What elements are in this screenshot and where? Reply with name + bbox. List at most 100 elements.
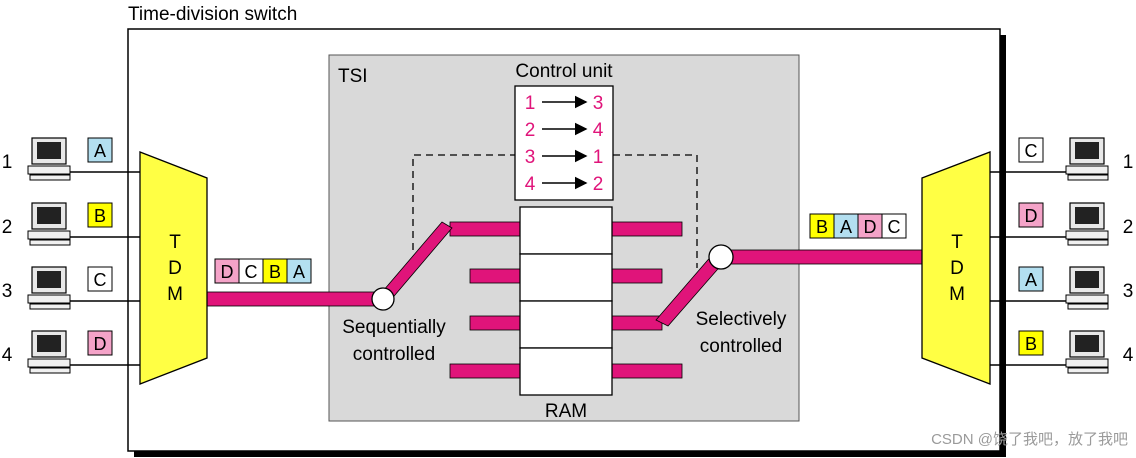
left-tdm-mux: [139, 151, 208, 385]
input-box-4: [87, 330, 113, 356]
write-rail-3: [469, 315, 521, 331]
ram-write-rails: [449, 221, 521, 379]
right-tdm-letter-2: D: [950, 258, 964, 279]
output-data-boxes: C D A B: [1018, 137, 1044, 356]
read-rail-4: [611, 363, 683, 379]
output-letter-2: D: [1025, 206, 1038, 226]
right-frame-slot-4: [881, 213, 907, 239]
output-number-4: 4: [1123, 345, 1134, 366]
input-number-4: 4: [2, 345, 13, 366]
selective-label-line2: controlled: [700, 336, 782, 357]
output-number-1: 1: [1123, 152, 1134, 173]
right-computers: [1065, 137, 1109, 374]
input-number-3: 3: [2, 281, 13, 302]
left-computers: [27, 137, 71, 374]
input-number-1: 1: [2, 152, 13, 173]
left-frame: D C B A: [214, 258, 312, 284]
input-box-2: [87, 202, 113, 228]
write-rail-4: [449, 363, 521, 379]
input-box-3: [87, 266, 113, 292]
read-rail-3: [611, 315, 663, 331]
ram-cell-4: [519, 347, 613, 396]
control-line-sequential: [412, 154, 515, 250]
sequential-switch-pivot: [371, 287, 395, 311]
output-letter-1: C: [1025, 141, 1038, 161]
ram-cell-3: [519, 300, 613, 349]
input-letter-2: B: [94, 206, 106, 226]
computer-icon: [27, 137, 71, 181]
right-frame-slot-3: [857, 213, 883, 239]
left-frame-slot-4: [286, 258, 312, 284]
left-bus: [206, 291, 384, 307]
selective-switch-pivot: [708, 244, 734, 270]
computer-icon: [1065, 202, 1109, 246]
computer-icon: [1065, 137, 1109, 181]
output-box-4: [1018, 330, 1044, 356]
left-frame-slot-2: [238, 258, 264, 284]
ram-cell-2: [519, 253, 613, 302]
right-frame: B A D C: [809, 213, 907, 239]
mapping-3-from: 3: [525, 147, 536, 168]
left-input-lines: [60, 171, 140, 366]
output-number-3: 3: [1123, 281, 1134, 302]
sequential-label-line2: controlled: [353, 344, 435, 365]
left-frame-slot-1: [214, 258, 240, 284]
write-rail-1: [449, 221, 521, 237]
output-box-3: [1018, 266, 1044, 292]
output-letter-4: B: [1025, 334, 1037, 354]
right-frame-letter-3: D: [864, 217, 877, 237]
right-tdm-letter-1: T: [951, 232, 963, 253]
watermark: CSDN @饶了我吧，放了我吧: [931, 431, 1128, 448]
left-frame-letter-4: A: [293, 262, 305, 282]
computer-icon: [27, 202, 71, 246]
control-unit-mappings: 1 3 2 4 3 1 4 2: [525, 93, 604, 195]
left-frame-letter-1: D: [221, 262, 234, 282]
sequential-label-line1: Sequentially: [342, 317, 446, 338]
tsi-label: TSI: [338, 66, 368, 87]
ram-label: RAM: [545, 401, 587, 422]
left-tdm-letter-2: D: [168, 258, 182, 279]
read-rail-1: [611, 221, 683, 237]
output-box-1: [1018, 137, 1044, 163]
write-rail-2: [469, 268, 521, 284]
ram-block: [519, 206, 613, 396]
mapping-2-from: 2: [525, 120, 536, 141]
left-tdm-letter-1: T: [169, 232, 181, 253]
left-frame-letter-3: B: [269, 262, 281, 282]
switch-title: Time-division switch: [128, 4, 297, 25]
right-bus: [720, 249, 923, 265]
mapping-4-from: 4: [525, 174, 536, 195]
right-frame-slot-1: [809, 213, 835, 239]
computer-icon: [1065, 330, 1109, 374]
computer-icon: [27, 330, 71, 374]
control-line-selective: [613, 154, 698, 268]
computer-icon: [27, 266, 71, 310]
right-tdm-demux: [921, 151, 991, 385]
left-tdm-letter-3: M: [167, 284, 183, 305]
left-frame-letter-2: C: [245, 262, 258, 282]
output-number-2: 2: [1123, 217, 1134, 238]
output-box-2: [1018, 202, 1044, 228]
right-frame-letter-1: B: [816, 217, 828, 237]
right-frame-letter-2: A: [840, 217, 852, 237]
ram-cell-1: [519, 206, 613, 255]
mapping-4-to: 2: [593, 174, 604, 195]
control-unit-label: Control unit: [515, 61, 613, 82]
read-rail-2: [611, 268, 663, 284]
input-letter-1: A: [94, 141, 106, 161]
mapping-2-to: 4: [593, 120, 604, 141]
mapping-1-to: 3: [593, 93, 604, 114]
right-frame-letter-4: C: [888, 217, 901, 237]
mapping-3-to: 1: [593, 147, 604, 168]
input-number-2: 2: [2, 217, 13, 238]
input-letter-4: D: [94, 334, 107, 354]
input-box-1: [87, 137, 113, 163]
input-data-boxes: A B C D: [87, 137, 113, 356]
control-unit-box: [514, 85, 614, 201]
output-letter-3: A: [1025, 270, 1037, 290]
input-letter-3: C: [94, 270, 107, 290]
computer-icon: [1065, 266, 1109, 310]
selective-label-line1: Selectively: [696, 309, 787, 330]
mapping-1-from: 1: [525, 93, 536, 114]
